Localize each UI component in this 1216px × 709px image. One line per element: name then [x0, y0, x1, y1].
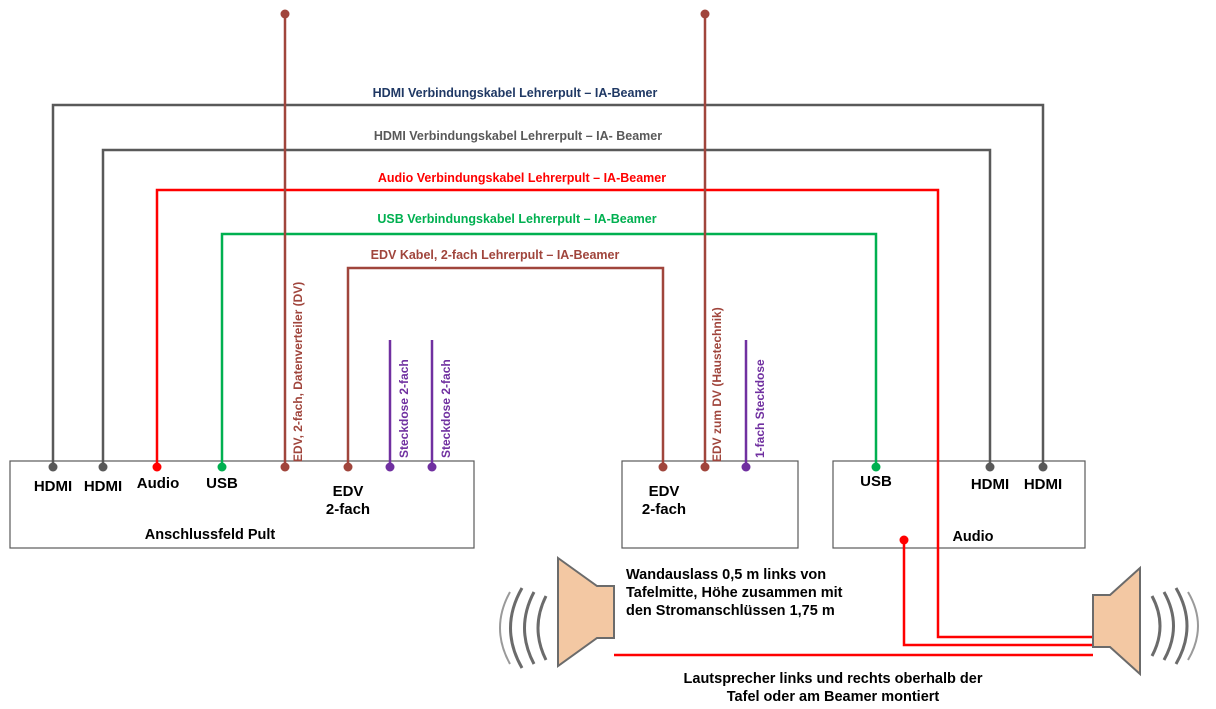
edv-haustechnik-top-dot — [700, 9, 710, 19]
edv-dv-vertical-label: EDV, 2-fach, Datenverteiler (DV) — [291, 282, 305, 462]
hdmi-dot-beamer-1 — [985, 462, 995, 472]
wall-edv-label-line2: 2-fach — [642, 501, 686, 518]
steckdose-vertical-label-2: Steckdose 2-fach — [439, 359, 453, 458]
hdmi-dot-beamer-2 — [1038, 462, 1048, 472]
edv-cable — [346, 266, 665, 467]
einfach-steckdose-vertical-label: 1-fach Steckdose — [753, 359, 767, 458]
wall-edv-label-line1: EDV — [649, 483, 680, 500]
audio-dot-pult — [152, 462, 162, 472]
usb-dot-pult — [217, 462, 227, 472]
pult-hdmi-label-b: HDMI — [84, 478, 122, 495]
pult-edv-label-line2: 2-fach — [326, 501, 370, 518]
hdmi-cable-2-label: HDMI Verbindungskabel Lehrerpult – IA- B… — [374, 129, 662, 143]
beamer-hdmi-label-b: HDMI — [1024, 476, 1062, 493]
steckdose-dot-1 — [385, 462, 395, 472]
edv-dv-dot — [280, 462, 290, 472]
edv-dot-pult — [343, 462, 353, 472]
edv-haustechnik-vertical-label: EDV zum DV (Haustechnik) — [710, 307, 724, 462]
usb-dot-beamer — [871, 462, 881, 472]
speaker-note-line2: Tafel oder am Beamer montiert — [727, 689, 940, 705]
hdmi-cable-2 — [101, 148, 992, 467]
usb-cable — [220, 232, 878, 467]
steckdose-vertical-label-1: Steckdose 2-fach — [397, 359, 411, 458]
pult-panel-title: Anschlussfeld Pult — [145, 527, 276, 543]
speaker-cable-beamer — [902, 540, 1093, 647]
usb-cable-label: USB Verbindungskabel Lehrerpult – IA-Bea… — [377, 212, 656, 226]
beamer-panel-box — [832, 460, 1086, 549]
steckdose-dot-2 — [427, 462, 437, 472]
audio-cable-label: Audio Verbindungskabel Lehrerpult – IA-B… — [378, 171, 666, 185]
beamer-hdmi-label-a: HDMI — [971, 476, 1009, 493]
loudspeaker-right-icon — [1092, 565, 1199, 677]
hdmi-cable-1 — [51, 103, 1045, 467]
audio-cable — [155, 188, 1093, 639]
wall-note-line2: Tafelmitte, Höhe zusammen mit — [626, 585, 843, 601]
wall-note-line3: den Stromanschlüssen 1,75 m — [626, 603, 835, 619]
pult-panel-box — [9, 460, 475, 549]
edv-dot-wall — [658, 462, 668, 472]
wall-note-line1: Wandauslass 0,5 m links von — [626, 567, 826, 583]
pult-hdmi-label-a: HDMI — [34, 478, 72, 495]
edv-dv-top-dot — [280, 9, 290, 19]
loudspeaker-left-icon — [499, 556, 615, 669]
hdmi-dot-pult-2 — [98, 462, 108, 472]
speaker-note-line1: Lautsprecher links und rechts oberhalb d… — [684, 671, 983, 687]
wall-outlet-box — [621, 460, 799, 549]
einfach-steckdose-dot — [741, 462, 751, 472]
audio-dot-beamer — [899, 535, 909, 545]
hdmi-dot-pult-1 — [48, 462, 58, 472]
pult-usb-label: USB — [206, 475, 238, 492]
pult-audio-label: Audio — [137, 475, 180, 492]
beamer-usb-label: USB — [860, 473, 892, 490]
edv-cable-label: EDV Kabel, 2-fach Lehrerpult – IA-Beamer — [371, 248, 620, 262]
pult-edv-label-line1: EDV — [333, 483, 364, 500]
beamer-audio-label: Audio — [952, 529, 993, 545]
hdmi-cable-1-label: HDMI Verbindungskabel Lehrerpult – IA-Be… — [373, 86, 658, 100]
edv-haustechnik-dot — [700, 462, 710, 472]
